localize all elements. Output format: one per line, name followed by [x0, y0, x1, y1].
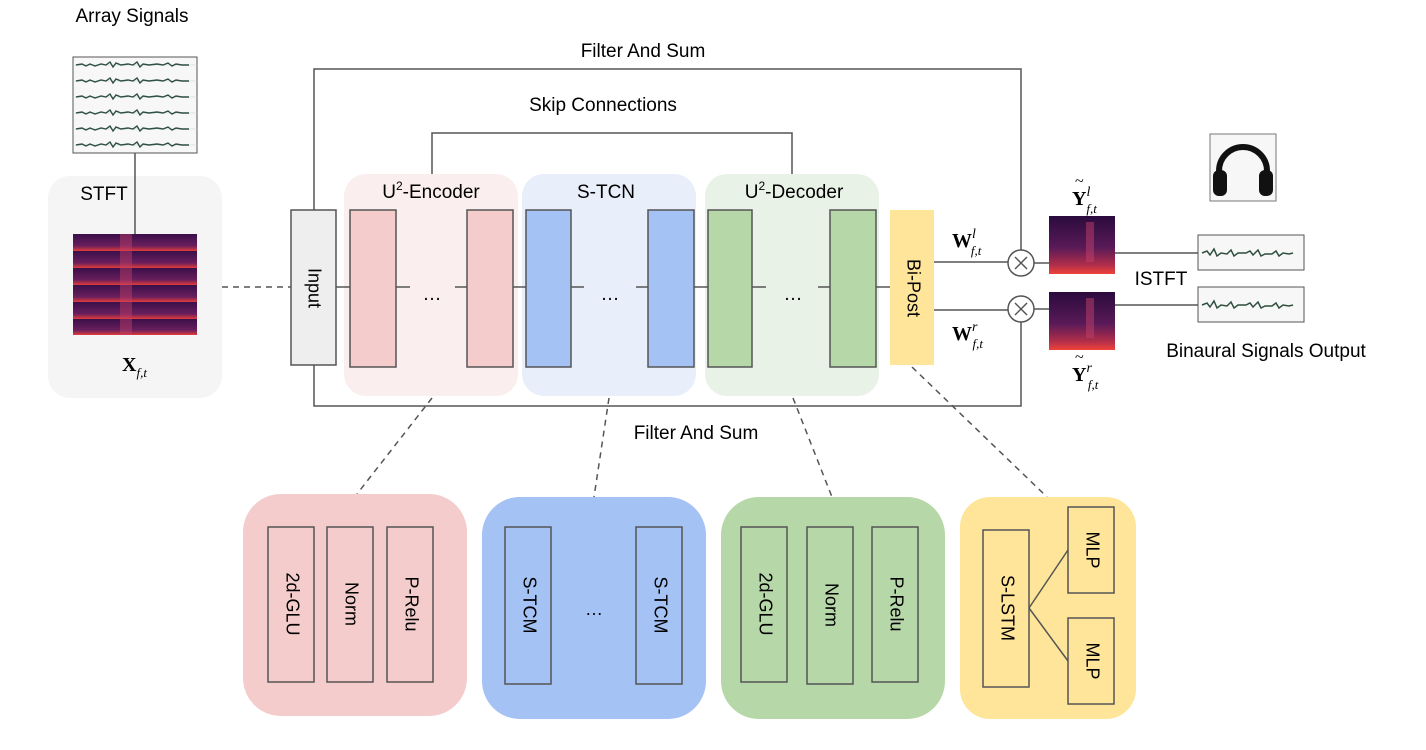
multiply-icon-left: [1007, 249, 1035, 277]
bi-post-label: Bi-Post: [903, 259, 923, 317]
decoder-detail-prelu-label: P-Relu: [886, 576, 906, 631]
post-detail-branch-bottom: [1028, 607, 1069, 662]
encoder-detail-norm: [326, 526, 374, 683]
tcn-detail-ellipsis: …: [585, 599, 603, 619]
post-detail-mlp-top-label: MLP: [1082, 531, 1102, 568]
stft-label: STFT: [80, 184, 128, 205]
array-waveform-image: [72, 56, 198, 154]
tcn-detail-panel: [482, 497, 706, 719]
decoder-detail-glu-label: 2d-GLU: [755, 572, 775, 635]
output-spectrogram-left: [1049, 216, 1115, 274]
output-waveform-right: [1197, 286, 1305, 323]
tcn-block-first: [525, 209, 572, 368]
decoder-detail-prelu: [871, 526, 919, 683]
headphones-icon: [1209, 133, 1277, 202]
y-l-tilde: ~: [1075, 173, 1084, 190]
output-spectrogram-right: [1049, 292, 1115, 350]
post-detail-branch-top: [1028, 549, 1069, 609]
skip-connections-path: [431, 132, 793, 175]
encoder-ellipsis: …: [423, 284, 442, 305]
post-detail-lstm-label: S-LSTM: [997, 575, 1017, 641]
decoder-detail-norm: [806, 526, 854, 685]
tcn-detail-tcm-first-label: S-TCM: [519, 577, 539, 634]
array-signals-label: Array Signals: [76, 6, 189, 27]
decoder-block-last: [829, 209, 877, 368]
tcn-block-last: [647, 209, 695, 368]
u2-decoder-label: U2-Decoder: [745, 179, 844, 203]
filter-and-sum-bottom-path: [313, 321, 1022, 407]
x-ft-label: Xf,t: [122, 354, 147, 380]
bi-post-block: [890, 210, 934, 365]
encoder-detail-norm-label: Norm: [341, 582, 361, 626]
decoder-block-first: [707, 209, 753, 368]
s-tcn-label: S-TCN: [577, 182, 635, 203]
filter-and-sum-bottom-label: Filter And Sum: [634, 423, 759, 444]
tcn-detail-tcm-first: [504, 526, 552, 685]
output-waveform-left: [1197, 234, 1305, 271]
tcn-detail-tcm-last-label: S-TCM: [650, 577, 670, 634]
decoder-detail-panel: [721, 497, 945, 719]
multiply-icon-right: [1007, 295, 1035, 323]
istft-label: ISTFT: [1135, 269, 1188, 290]
encoder-detail-panel: [243, 494, 467, 716]
tcn-detail-tcm-last: [635, 526, 683, 685]
input-block: [290, 209, 337, 366]
encoder-block-last: [466, 209, 514, 368]
encoder-detail-prelu: [386, 526, 434, 683]
decoder-detail-glu: [740, 526, 788, 683]
encoder-detail-glu-label: 2d-GLU: [282, 572, 302, 635]
y-r-tilde: ~: [1075, 349, 1084, 366]
filter-and-sum-top-path: [313, 68, 1022, 250]
encoder-detail-prelu-label: P-Relu: [401, 576, 421, 631]
detail-dashed-links: [356, 366, 1048, 498]
filter-and-sum-top-label: Filter And Sum: [581, 41, 706, 62]
binaural-output-label: Binaural Signals Output: [1166, 341, 1366, 362]
post-detail-panel: [960, 497, 1136, 719]
array-spectrogram-image: [73, 234, 197, 335]
decoder-ellipsis: …: [784, 284, 803, 305]
u2-encoder-label: U2-Encoder: [382, 179, 480, 203]
encoder-detail-glu: [267, 526, 315, 683]
tcn-ellipsis: …: [601, 284, 620, 305]
encoder-block-first: [349, 209, 397, 368]
decoder-detail-norm-label: Norm: [821, 583, 841, 627]
post-detail-mlp-bottom-label: MLP: [1082, 642, 1102, 679]
input-label: Input: [304, 268, 324, 308]
skip-connections-label: Skip Connections: [529, 95, 677, 116]
